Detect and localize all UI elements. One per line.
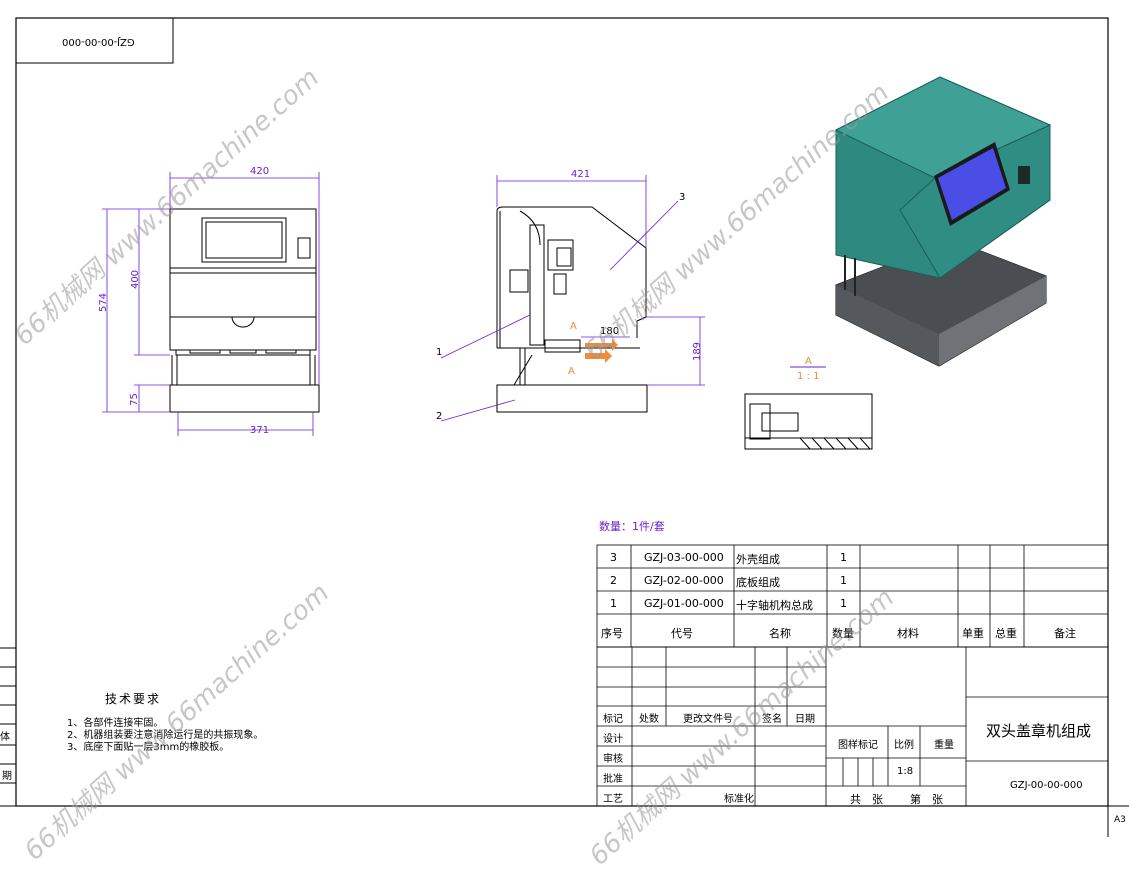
quantity-note: 数量：1件/套 [599,520,665,533]
bom-header-unit-weight: 单重 [962,627,984,640]
bom-header-total-weight: 总重 [995,627,1017,640]
section-label: A [805,356,812,367]
weight-label: 重量 [934,740,954,751]
callout-3: 3 [679,192,686,203]
bom-header-material: 材料 [897,627,919,640]
rev-header-mark: 标记 [603,714,623,725]
bom-header-qty: 数量 [832,627,854,640]
callout-leaders [440,200,679,422]
sheets-total: 共 张 [850,793,883,806]
tech-req-item: 2、机器组装要注意消除运行是的共振现象。 [67,730,264,741]
rotated-drawing-number: GZJ-00-00-000 [62,36,135,47]
rev-header-sign: 签名 [762,714,782,725]
dim-width-371: 371 [250,425,270,436]
side-view [496,206,648,413]
scale-label: 比例 [894,740,914,751]
role-review: 审核 [603,754,623,765]
role-design: 设计 [603,734,623,745]
role-approve: 批准 [603,774,623,785]
bom-seq: 2 [610,574,617,587]
tech-req-item: 3、底座下面贴一层3mm的橡胶板。 [67,742,230,753]
bom-header-name: 名称 [769,627,791,640]
side-arrows [585,339,618,363]
bom-qty: 1 [840,597,847,610]
drawing-number: GZJ-00-00-000 [1010,780,1083,791]
bom-qty: 1 [840,574,847,587]
tech-req-item: 1、各部件连接牢固。 [67,718,164,729]
bom-name: 外壳组成 [736,553,780,566]
left-stub-text: 体 [0,732,10,743]
bom-header-seq: 序号 [601,627,623,640]
bom-code: GZJ-01-00-000 [644,597,724,610]
role-process: 工艺 [603,794,623,805]
bom-code: GZJ-02-00-000 [644,574,724,587]
dim-height-400: 400 [130,269,142,290]
callout-2: 2 [436,411,443,422]
dim-height-189: 189 [692,341,704,362]
section-mark-top: A [570,321,577,332]
side-dimensions [496,175,705,386]
tech-req-title: 技术要求 [105,692,162,706]
dim-offset-180: 180 [600,326,620,337]
bom-code: GZJ-03-00-000 [644,551,724,564]
pattern-mark-label: 图样标记 [838,740,878,751]
bom-qty: 1 [840,551,847,564]
rev-header-doc: 更改文件号 [683,714,733,725]
rev-header-count: 处数 [639,714,659,725]
section-mark-bottom: A [568,366,575,377]
dim-width-421: 421 [571,169,591,180]
sheet-number: 第 张 [910,793,943,806]
front-view [169,208,320,413]
bom-name: 十字轴机构总成 [736,599,813,612]
section-scale: 1 : 1 [797,371,820,382]
rev-header-date: 日期 [795,714,815,725]
bom-seq: 3 [610,551,617,564]
bom-name: 底板组成 [736,576,780,589]
bom-seq: 1 [610,597,617,610]
sheet-size: A3 [1114,815,1126,825]
title-block-grid [596,646,1109,807]
bom-grid [596,544,1109,648]
dim-height-75: 75 [128,393,140,406]
drawing-title: 双头盖章机组成 [986,722,1092,740]
callout-1: 1 [436,347,443,358]
isometric-view [834,76,1052,367]
section-detail [744,366,873,450]
standardization-label: 标准化 [724,794,754,805]
dim-width-420: 420 [250,166,270,177]
left-stub-text: 期 [2,771,12,782]
scale-value: 1:8 [897,766,914,777]
bom-header-code: 代号 [671,627,693,640]
bom-header-remark: 备注 [1054,627,1076,640]
drawing-sheet [0,17,1129,837]
dim-height-574: 574 [98,292,110,313]
front-dimensions [102,172,320,436]
